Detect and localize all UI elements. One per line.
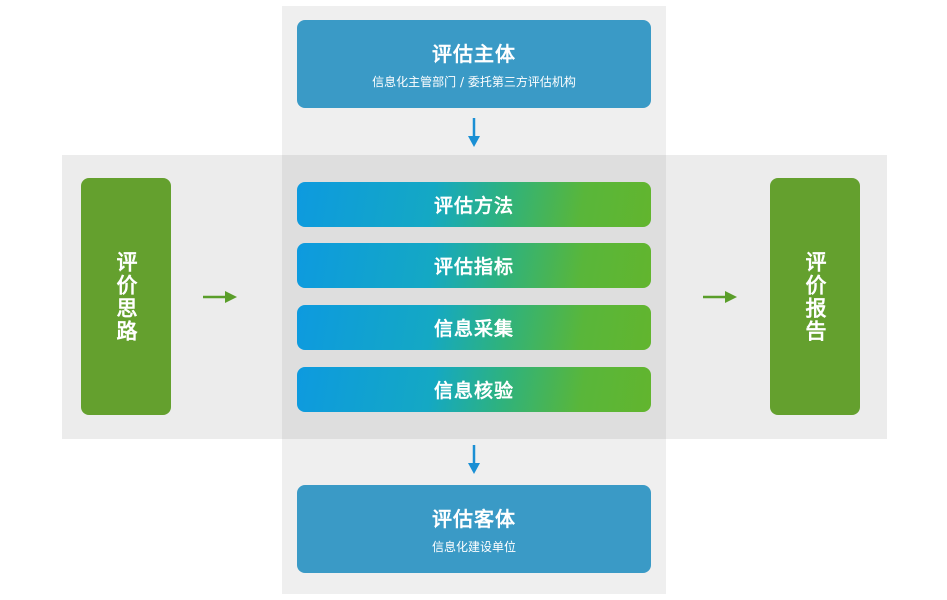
evaluation-subject-subtitle: 信息化主管部门 / 委托第三方评估机构 [372,75,576,89]
evaluation-report-box: 评价报告 [770,178,860,415]
evaluation-object-subtitle: 信息化建设单位 [431,540,516,554]
evaluation-object-box: 评估客体 信息化建设单位 [297,485,651,573]
evaluation-approach-label: 评价思路 [114,250,138,343]
step-evaluation-indicators: 评估指标 [297,243,651,288]
step-information-verification: 信息核验 [297,367,651,412]
step-label: 信息采集 [433,318,514,340]
step-evaluation-method: 评估方法 [297,182,651,227]
evaluation-subject-box: 评估主体 信息化主管部门 / 委托第三方评估机构 [297,20,651,108]
step-label: 评估指标 [433,256,514,278]
step-label: 信息核验 [433,380,514,402]
evaluation-subject-title: 评估主体 [432,42,516,66]
evaluation-object-title: 评估客体 [432,507,516,531]
arrow-down-icon [468,118,480,147]
evaluation-approach-box: 评价思路 [81,178,171,415]
arrow-right-icon [203,291,237,303]
arrow-down-icon [468,445,480,474]
step-information-collection: 信息采集 [297,305,651,350]
evaluation-report-label: 评价报告 [803,250,827,343]
step-label: 评估方法 [433,195,514,217]
arrow-right-icon [703,291,737,303]
